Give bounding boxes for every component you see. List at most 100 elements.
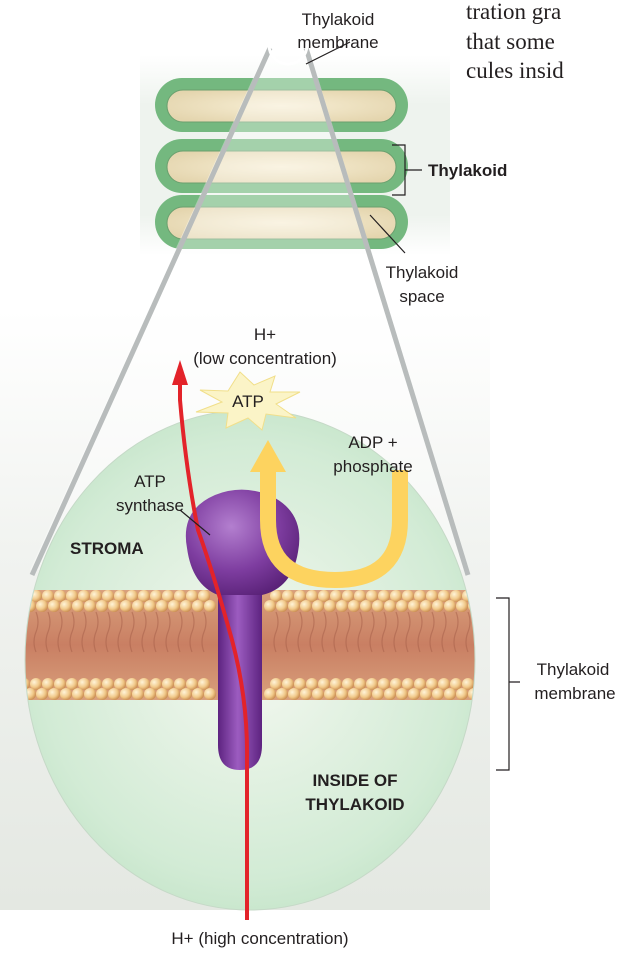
lipid-head: [294, 678, 306, 690]
lipid-head: [54, 678, 66, 690]
lipid-head: [360, 600, 372, 612]
label-atp: ATP: [232, 392, 264, 411]
lipid-head: [384, 688, 396, 700]
lipid-head: [384, 600, 396, 612]
lipid-head: [372, 600, 384, 612]
lipid-head: [324, 688, 336, 700]
label-thylakoid-membrane-right-2: membrane: [534, 684, 615, 703]
lipid-head: [180, 688, 192, 700]
lipid-head: [366, 678, 378, 690]
lipid-head: [168, 600, 180, 612]
lipid-head: [186, 678, 198, 690]
lipid-head: [48, 688, 60, 700]
label-inside-1: INSIDE OF: [312, 771, 397, 790]
lipid-head: [294, 590, 306, 602]
lipid-head: [174, 678, 186, 690]
lipid-head: [462, 678, 474, 690]
lipid-head: [108, 688, 120, 700]
lipid-head: [192, 600, 204, 612]
lipid-head: [84, 688, 96, 700]
label-thylakoid-space-2: space: [399, 287, 444, 306]
lipid-head: [60, 688, 72, 700]
lipid-head: [348, 688, 360, 700]
lipid-head: [402, 678, 414, 690]
lipid-head: [324, 600, 336, 612]
lipid-head: [378, 678, 390, 690]
lipid-head: [390, 678, 402, 690]
lipid-head: [312, 688, 324, 700]
label-adp-1: ADP +: [348, 433, 397, 452]
lipid-head: [162, 678, 174, 690]
lipid-head: [138, 590, 150, 602]
lipid-head: [270, 590, 282, 602]
lipid-head: [198, 678, 210, 690]
lipid-head: [342, 590, 354, 602]
lipid-head: [120, 688, 132, 700]
lipid-head: [432, 688, 444, 700]
lipid-head: [456, 688, 468, 700]
lipid-head: [156, 600, 168, 612]
lipid-head: [318, 678, 330, 690]
lipid-head: [438, 590, 450, 602]
label-thylakoid-membrane-top-2: membrane: [297, 33, 378, 52]
label-stroma: STROMA: [70, 539, 144, 558]
lipid-head: [444, 688, 456, 700]
lipid-head: [204, 600, 216, 612]
lipid-head: [438, 678, 450, 690]
lipid-head: [390, 590, 402, 602]
lipid-head: [204, 688, 216, 700]
lipid-head: [78, 678, 90, 690]
lipid-head: [84, 600, 96, 612]
lipid-head: [366, 590, 378, 602]
lipid-head: [90, 590, 102, 602]
lipid-head: [132, 688, 144, 700]
lipid-head: [276, 688, 288, 700]
lipid-head: [66, 678, 78, 690]
label-inside-2: THYLAKOID: [305, 795, 404, 814]
label-thylakoid-space-1: Thylakoid: [386, 263, 459, 282]
label-h-high: H+ (high concentration): [171, 929, 348, 948]
lipid-head: [300, 688, 312, 700]
lipid-head: [138, 678, 150, 690]
lipid-head: [102, 678, 114, 690]
lipid-head: [114, 678, 126, 690]
lipid-head: [312, 600, 324, 612]
lipid-head: [408, 688, 420, 700]
lipid-head: [354, 590, 366, 602]
lipid-head: [144, 600, 156, 612]
lipid-head: [420, 688, 432, 700]
lipid-head: [330, 590, 342, 602]
lipid-head: [276, 600, 288, 612]
lipid-head: [456, 600, 468, 612]
lipid-head: [318, 590, 330, 602]
label-thylakoid: Thylakoid: [428, 161, 507, 180]
lipid-head: [372, 688, 384, 700]
lipid-head: [192, 688, 204, 700]
lipid-head: [174, 590, 186, 602]
lipid-head: [90, 678, 102, 690]
lipid-head: [96, 688, 108, 700]
lipid-head: [144, 688, 156, 700]
lipid-head: [120, 600, 132, 612]
label-atp-synthase-2: synthase: [116, 496, 184, 515]
lipid-head: [282, 590, 294, 602]
lipid-head: [168, 688, 180, 700]
lipid-head: [36, 688, 48, 700]
lipid-head: [126, 590, 138, 602]
side-text-line3: cules insid: [466, 58, 564, 83]
lipid-head: [414, 590, 426, 602]
lipid-head: [444, 600, 456, 612]
lipid-head: [408, 600, 420, 612]
lipid-head: [60, 600, 72, 612]
lipid-head: [426, 678, 438, 690]
label-thylakoid-membrane-top-1: Thylakoid: [302, 10, 375, 29]
lipid-head: [270, 678, 282, 690]
lipid-head: [288, 688, 300, 700]
lipid-head: [336, 688, 348, 700]
lipid-head: [342, 678, 354, 690]
lipid-head: [72, 688, 84, 700]
lipid-head: [78, 590, 90, 602]
lipid-head: [402, 590, 414, 602]
